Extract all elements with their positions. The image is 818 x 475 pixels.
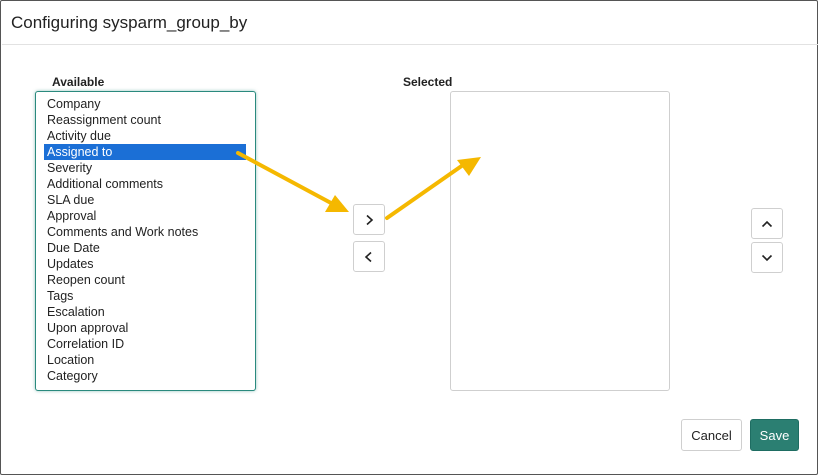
list-item-selected[interactable]: Assigned to — [44, 144, 246, 160]
available-listbox[interactable]: Company Reassignment count Activity due … — [35, 91, 256, 391]
selected-label: Selected — [403, 75, 453, 89]
add-button[interactable] — [353, 204, 385, 235]
save-button[interactable]: Save — [750, 419, 799, 451]
chevron-down-icon — [761, 254, 773, 261]
dialog-title: Configuring sysparm_group_by — [11, 13, 248, 32]
move-up-button[interactable] — [751, 208, 783, 239]
list-item[interactable]: Upon approval — [47, 321, 129, 335]
move-down-button[interactable] — [751, 242, 783, 273]
selected-listbox[interactable] — [450, 91, 670, 391]
list-item[interactable]: Updates — [47, 257, 94, 271]
list-item[interactable]: Activity due — [47, 129, 111, 143]
chevron-right-icon — [366, 214, 374, 225]
list-item[interactable]: Category — [47, 369, 98, 383]
chevron-up-icon — [761, 220, 773, 227]
list-item[interactable]: Comments and Work notes — [47, 225, 199, 239]
available-label: Available — [52, 75, 105, 89]
list-item[interactable]: Tags — [47, 289, 74, 303]
list-item[interactable]: Additional comments — [47, 177, 164, 191]
remove-button[interactable] — [353, 241, 385, 272]
cancel-button[interactable]: Cancel — [681, 419, 742, 451]
chevron-left-icon — [364, 251, 372, 262]
list-item[interactable]: Approval — [47, 209, 97, 223]
list-item[interactable]: Reopen count — [47, 273, 125, 287]
list-item[interactable]: Escalation — [47, 305, 105, 319]
list-item[interactable]: Correlation ID — [47, 337, 125, 351]
list-item[interactable]: Company — [47, 97, 101, 111]
dialog-header: Configuring sysparm_group_by — [2, 2, 818, 45]
list-item[interactable]: Location — [47, 353, 95, 367]
list-item[interactable]: Severity — [47, 161, 93, 175]
list-item[interactable]: Reassignment count — [47, 113, 161, 127]
list-item[interactable]: Due Date — [47, 241, 100, 255]
list-item[interactable]: SLA due — [47, 193, 95, 207]
